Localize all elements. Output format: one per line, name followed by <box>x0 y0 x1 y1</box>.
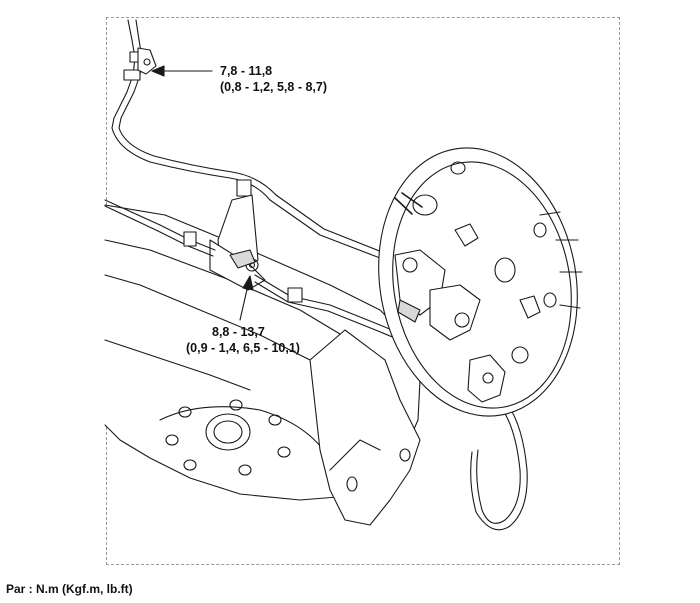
torque-callout-middle-line2: (0,9 - 1,4, 6,5 - 10,1) <box>186 341 300 355</box>
shaded-accents <box>229 249 421 323</box>
torque-callout-upper: 7,8 - 11,8 (0,8 - 1,2, 5,8 - 8,7) <box>220 63 327 95</box>
torque-callout-upper-line2: (0,8 - 1,2, 5,8 - 8,7) <box>220 80 327 94</box>
axle-plate-holes <box>165 399 291 476</box>
upper-bracket <box>137 47 157 75</box>
torque-callout-middle-line1: 8,8 - 13,7 <box>212 325 265 339</box>
parking-brake-cable-upper <box>111 19 277 201</box>
trailing-arm-bracket <box>309 329 421 526</box>
brake-backing-plate <box>378 147 583 417</box>
units-footnote: Par : N.m (Kgf.m, lb.ft) <box>6 582 133 596</box>
middle-callout-leader <box>239 275 254 321</box>
torque-callout-upper-line1: 7,8 - 11,8 <box>220 64 273 78</box>
top-callout-leader <box>151 65 213 77</box>
wheel-cylinder-assembly <box>394 223 541 403</box>
torque-callout-middle: 8,8 - 13,7 (0,9 - 1,4, 6,5 - 10,1) <box>186 324 300 356</box>
